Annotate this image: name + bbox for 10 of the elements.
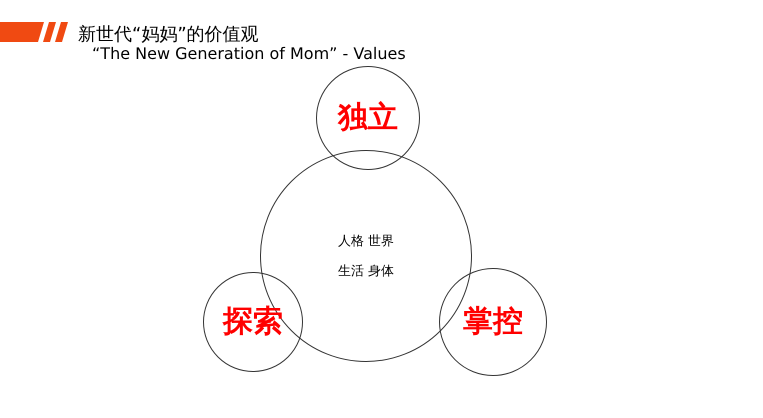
circle [203,272,303,372]
circle-text: 人格 世界 [338,233,394,250]
circle-heading: 探索 [223,307,283,337]
circle-heading: 掌控 [463,307,523,337]
circle-heading: 独立 [338,103,398,133]
title-text: 新世代“妈妈”的价值观 [78,23,259,46]
subtitle-text: “The New Generation of Mom” - Values [92,44,406,63]
circle [316,66,420,170]
circle [439,268,547,376]
circle-text: 生活 身体 [338,263,394,280]
